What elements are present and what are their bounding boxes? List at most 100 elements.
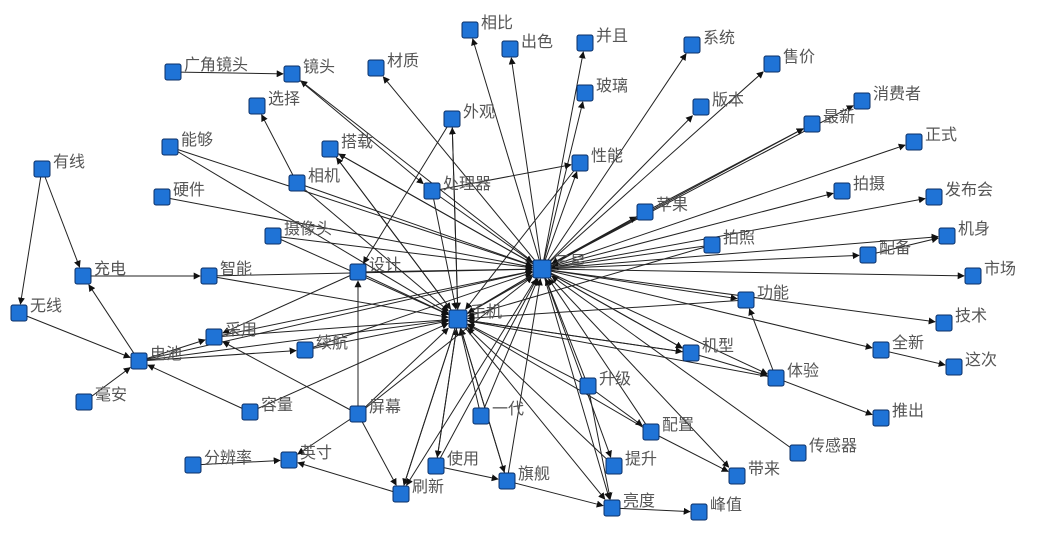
node-square[interactable] (872, 409, 890, 427)
node-square[interactable] (853, 92, 871, 110)
node-quanxin[interactable]: 全新 (872, 333, 924, 359)
node-square[interactable] (321, 140, 339, 158)
node-xiaofeizhe[interactable]: 消费者 (853, 84, 921, 110)
node-square[interactable] (280, 451, 298, 469)
node-xiangbi[interactable]: 相比 (461, 13, 513, 39)
node-fabuhui[interactable]: 发布会 (925, 180, 993, 206)
node-square[interactable] (205, 328, 223, 346)
node-chuliqi[interactable]: 处理器 (423, 174, 491, 200)
node-peibei[interactable]: 配备 (859, 238, 911, 264)
node-square[interactable] (241, 403, 259, 421)
node-xiangji[interactable]: 相机 (288, 166, 340, 192)
node-peizhi[interactable]: 配置 (642, 415, 694, 441)
node-xitong[interactable]: 系统 (683, 28, 735, 54)
node-pingguo[interactable]: 苹果 (636, 195, 688, 221)
node-square[interactable] (349, 263, 367, 281)
node-square[interactable] (925, 188, 943, 206)
node-square[interactable] (603, 499, 621, 517)
node-daielai[interactable]: 带来 (728, 459, 780, 485)
node-caiyong[interactable]: 采用 (205, 320, 257, 346)
node-dazai[interactable]: 搭载 (321, 132, 373, 158)
node-square[interactable] (367, 59, 385, 77)
node-square[interactable] (349, 405, 367, 423)
node-square[interactable] (472, 407, 490, 425)
node-square[interactable] (423, 182, 441, 200)
node-square[interactable] (945, 358, 963, 376)
node-square[interactable] (264, 227, 282, 245)
node-square[interactable] (682, 344, 700, 362)
node-shexiangtou[interactable]: 摄像头 (264, 219, 332, 245)
node-yingjian[interactable]: 硬件 (153, 180, 205, 206)
node-waiguan[interactable]: 外观 (443, 102, 495, 128)
node-square[interactable] (703, 236, 721, 254)
node-square[interactable] (74, 267, 92, 285)
node-jingtou[interactable]: 镜头 (283, 57, 335, 83)
node-square[interactable] (448, 309, 468, 329)
node-liangdu[interactable]: 亮度 (603, 491, 655, 517)
node-zuixin[interactable]: 最新 (803, 107, 855, 133)
node-fenbianlv[interactable]: 分辨率 (184, 448, 252, 474)
node-banben[interactable]: 版本 (692, 90, 744, 116)
node-square[interactable] (938, 227, 956, 245)
node-square[interactable] (10, 304, 28, 322)
node-square[interactable] (833, 182, 851, 200)
node-square[interactable] (576, 84, 594, 102)
node-shiyong[interactable]: 使用 (427, 449, 479, 475)
node-paizhao[interactable]: 拍照 (703, 228, 755, 254)
node-square[interactable] (443, 110, 461, 128)
node-square[interactable] (153, 188, 171, 206)
node-sanxing[interactable]: 三星 (532, 252, 586, 279)
node-square[interactable] (642, 423, 660, 441)
node-square[interactable] (728, 467, 746, 485)
node-sheji[interactable]: 设计 (349, 255, 401, 281)
node-bingqie[interactable]: 并且 (576, 26, 628, 52)
node-tuichu[interactable]: 推出 (872, 401, 924, 427)
node-square[interactable] (859, 246, 877, 264)
node-square[interactable] (283, 65, 301, 83)
node-square[interactable] (571, 154, 589, 172)
node-square[interactable] (532, 259, 552, 279)
node-xuhang[interactable]: 续航 (296, 333, 348, 359)
node-square[interactable] (501, 40, 519, 58)
node-square[interactable] (200, 267, 218, 285)
node-square[interactable] (161, 138, 179, 156)
node-nenggou[interactable]: 能够 (161, 130, 213, 156)
node-square[interactable] (789, 444, 807, 462)
node-gongneng[interactable]: 功能 (737, 283, 789, 309)
node-shoujia[interactable]: 售价 (763, 47, 815, 73)
node-square[interactable] (636, 203, 654, 221)
node-zheci[interactable]: 这次 (945, 350, 997, 376)
node-paishe[interactable]: 拍摄 (833, 174, 885, 200)
node-square[interactable] (392, 485, 410, 503)
node-square[interactable] (767, 369, 785, 387)
node-wuxian[interactable]: 无线 (10, 296, 62, 322)
node-yingcun[interactable]: 英寸 (280, 443, 332, 469)
node-square[interactable] (498, 472, 516, 490)
node-chuanganqi[interactable]: 传感器 (789, 436, 857, 462)
node-square[interactable] (763, 55, 781, 73)
node-square[interactable] (576, 34, 594, 52)
node-xingneng[interactable]: 性能 (571, 146, 623, 172)
node-square[interactable] (872, 341, 890, 359)
node-jishu[interactable]: 技术 (935, 306, 987, 332)
node-caizhi[interactable]: 材质 (367, 51, 419, 77)
node-square[interactable] (692, 98, 710, 116)
node-square[interactable] (737, 291, 755, 309)
node-square[interactable] (184, 456, 202, 474)
node-square[interactable] (164, 63, 182, 81)
node-square[interactable] (130, 352, 148, 370)
node-zhengshi[interactable]: 正式 (905, 125, 957, 151)
node-shengji[interactable]: 升级 (579, 369, 631, 395)
node-boli[interactable]: 玻璃 (576, 76, 628, 102)
node-square[interactable] (905, 133, 923, 151)
node-square[interactable] (288, 174, 306, 192)
node-square[interactable] (75, 393, 93, 411)
node-square[interactable] (33, 160, 51, 178)
node-chuse[interactable]: 出色 (501, 32, 553, 58)
node-shichang[interactable]: 市场 (964, 259, 1016, 285)
node-qijian[interactable]: 旗舰 (498, 464, 550, 490)
node-square[interactable] (248, 97, 266, 115)
node-shouji[interactable]: 手机 (448, 302, 502, 329)
node-youxian[interactable]: 有线 (33, 152, 85, 178)
node-square[interactable] (579, 377, 597, 395)
